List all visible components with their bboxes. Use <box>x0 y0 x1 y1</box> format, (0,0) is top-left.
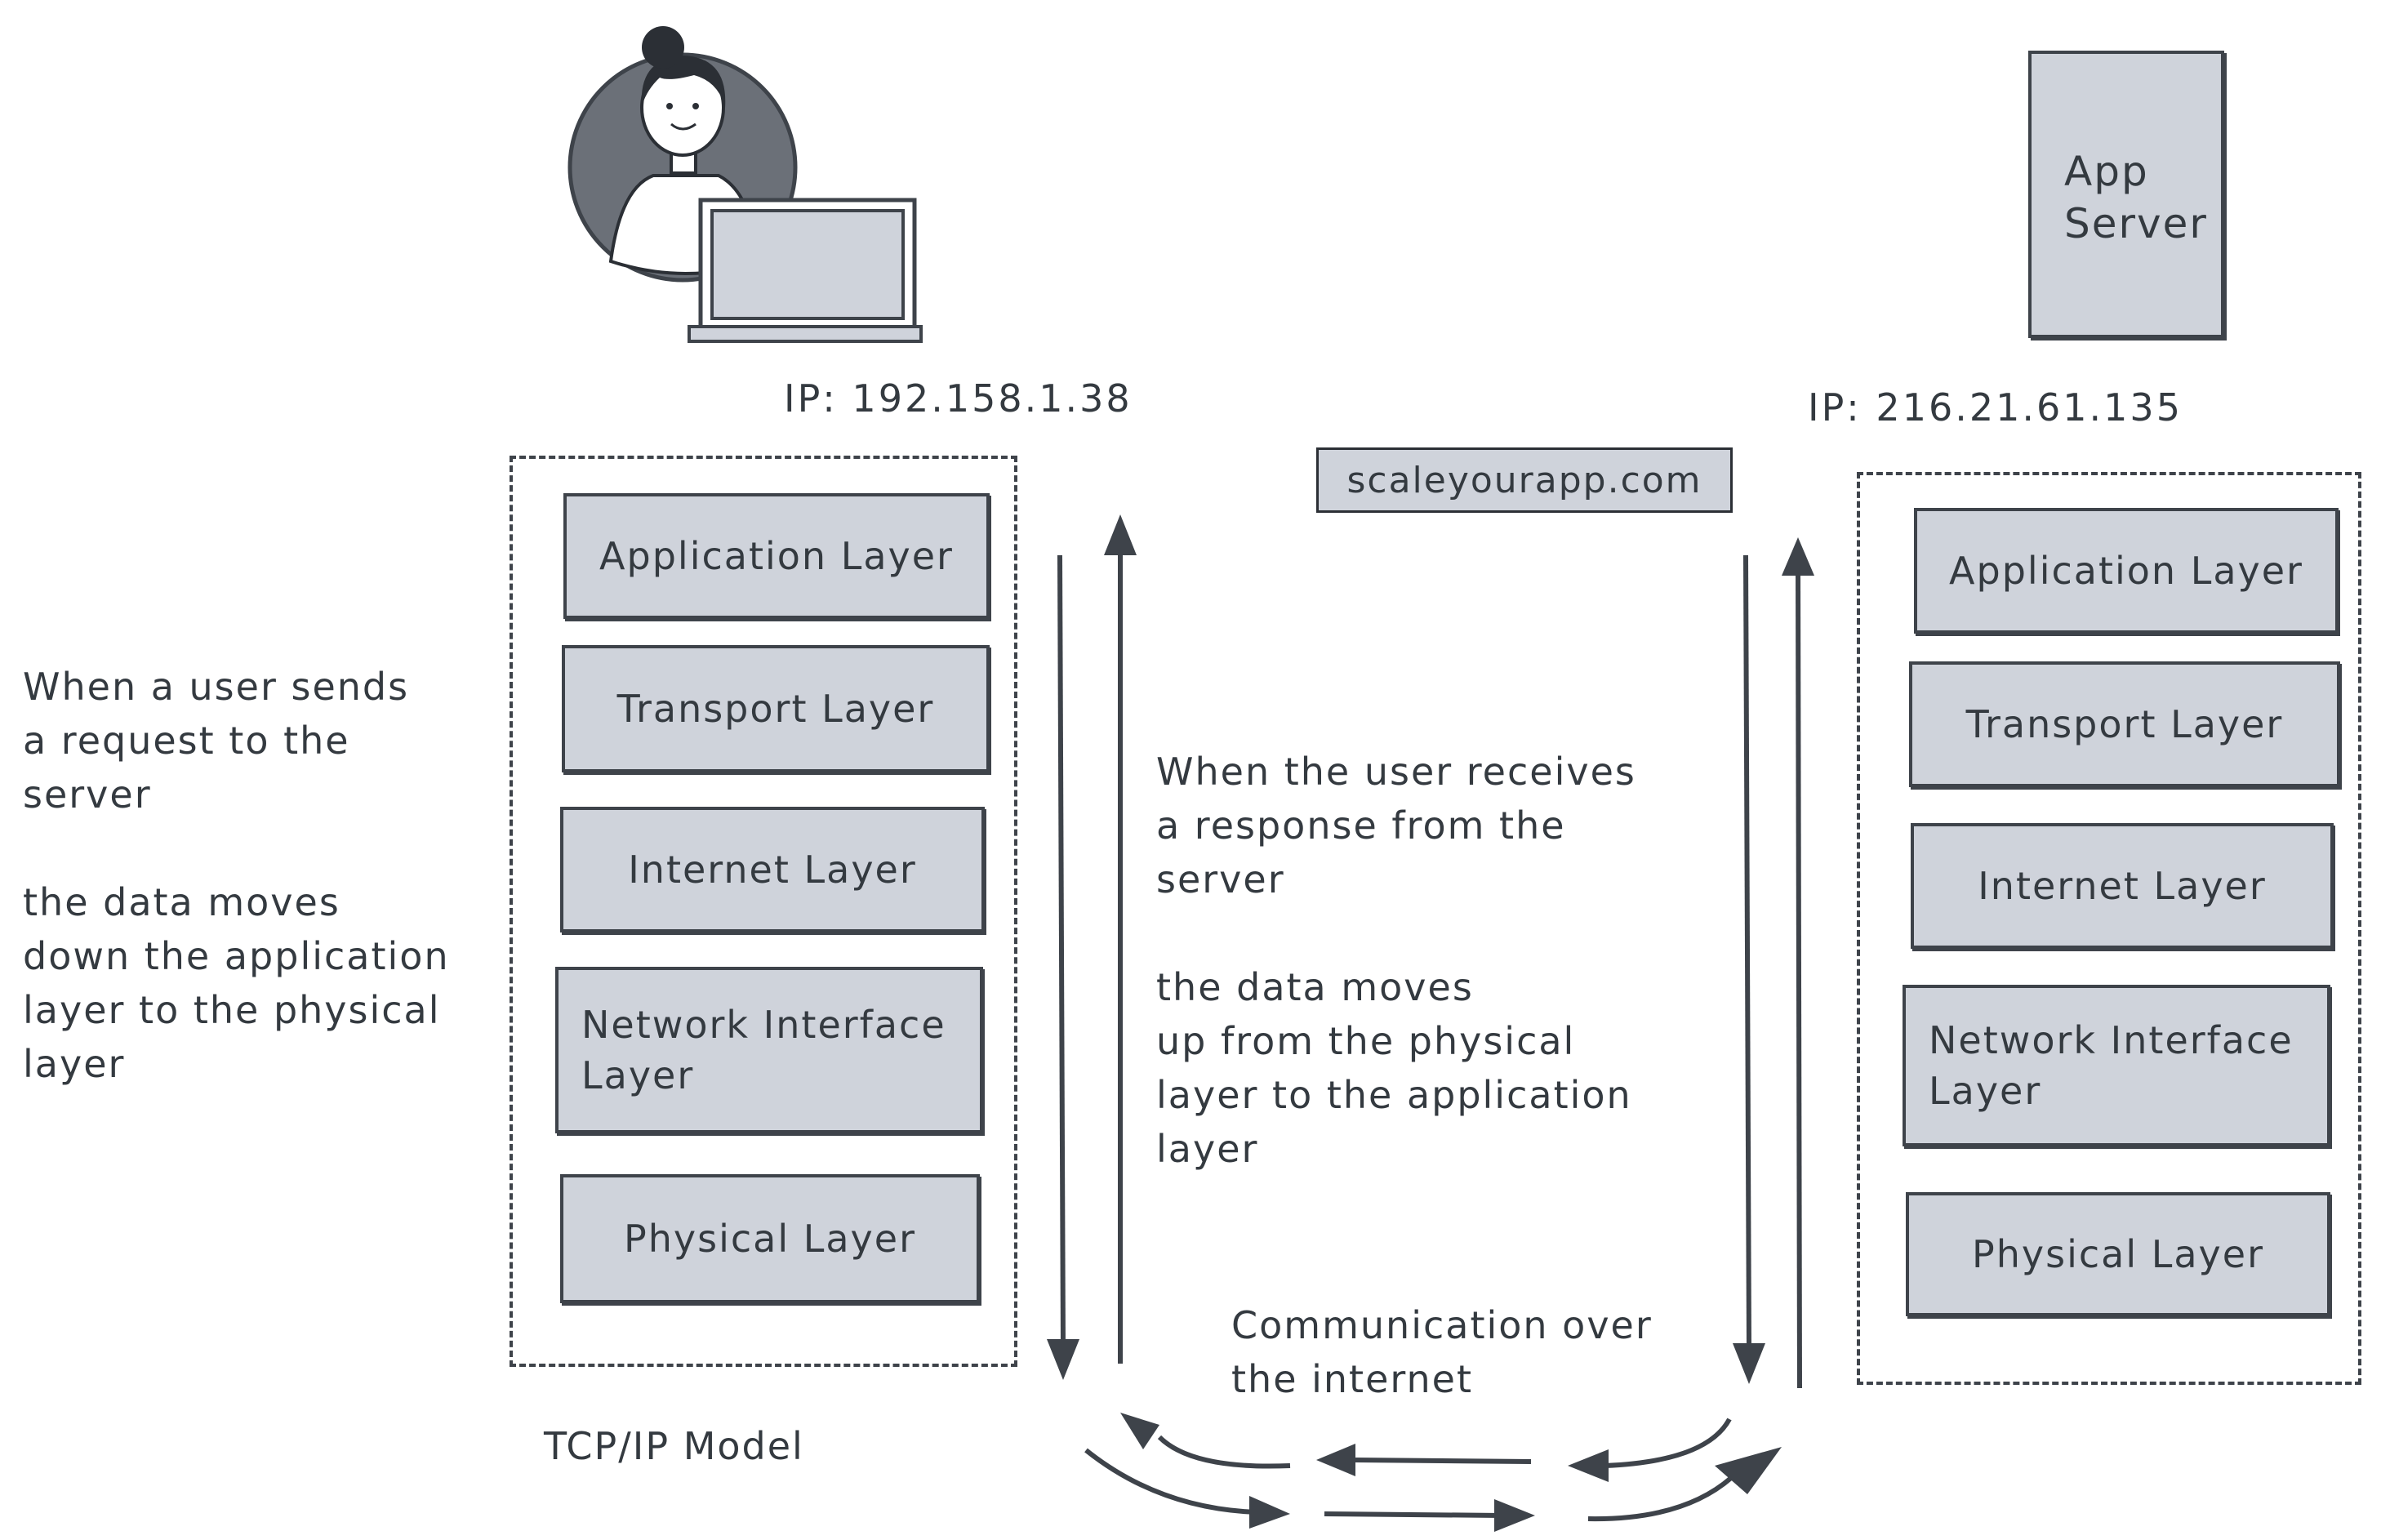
server-application-layer: Application Layer <box>1914 508 2339 634</box>
server-network-interface-layer: Network Interface Layer <box>1903 985 2330 1146</box>
model-caption: TCP/IP Model <box>544 1424 804 1468</box>
down-arrow-left <box>1047 554 1079 1380</box>
client-physical-layer: Physical Layer <box>560 1174 980 1303</box>
client-internet-layer: Internet Layer <box>560 807 985 932</box>
client-application-layer: Application Layer <box>563 493 990 619</box>
server-transport-layer: Transport Layer <box>1909 661 2340 787</box>
domain-label: scaleyourapp.com <box>1316 447 1733 513</box>
request-arrows <box>1084 1447 1782 1532</box>
down-arrow-right <box>1733 554 1765 1384</box>
up-arrow-left <box>1104 514 1137 1364</box>
app-server-label: App Server <box>2064 148 2208 247</box>
client-ip-label: IP: 192.158.1.38 <box>784 376 1133 421</box>
app-server-box <box>2028 51 2224 338</box>
server-physical-layer: Physical Layer <box>1906 1192 2330 1316</box>
server-stack-frame <box>1857 472 2361 1385</box>
server-internet-layer: Internet Layer <box>1911 823 2334 949</box>
laptop-icon <box>688 198 923 343</box>
server-ip-label: IP: 216.21.61.135 <box>1808 385 2183 430</box>
response-arrows <box>1120 1413 1732 1482</box>
up-arrow-right <box>1782 537 1814 1389</box>
internet-note: Communication over the internet <box>1231 1303 1653 1401</box>
receive-note: When the user receives a response from t… <box>1156 750 1636 1171</box>
client-stack-frame <box>510 456 1017 1367</box>
send-note: When a user sends a request to the serve… <box>23 665 450 1086</box>
client-transport-layer: Transport Layer <box>562 645 990 772</box>
client-network-interface-layer: Network Interface Layer <box>555 967 983 1133</box>
